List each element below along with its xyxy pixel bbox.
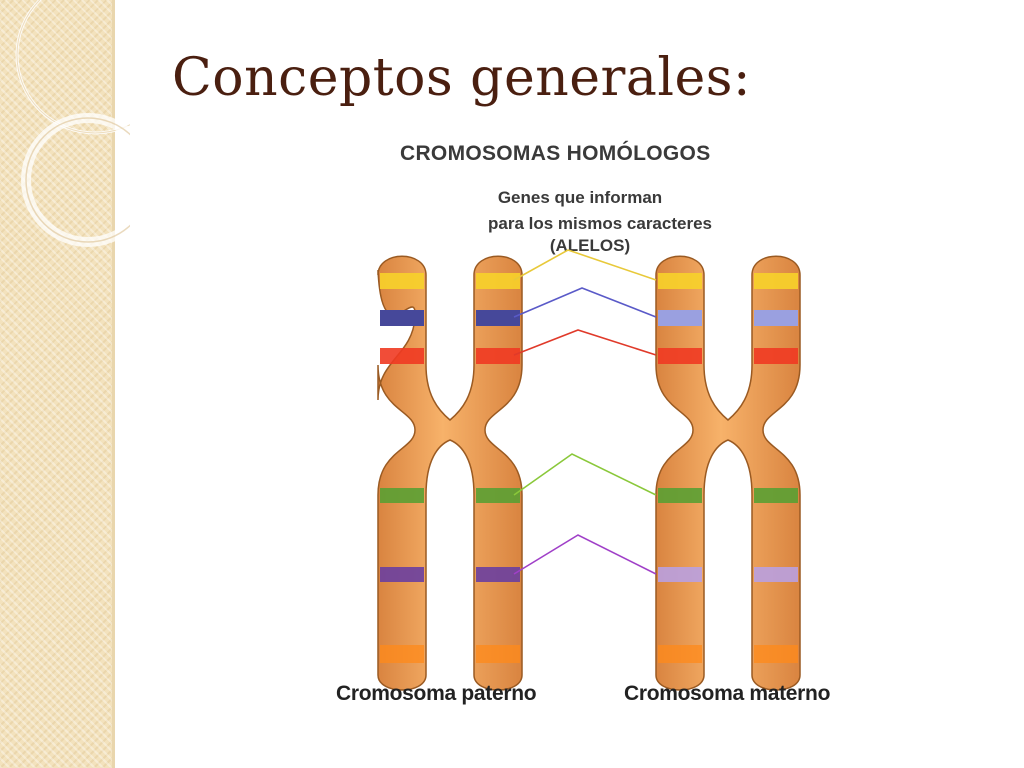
sidebar-edge: [112, 0, 115, 768]
homologous-chromosomes-diagram: CROMOSOMAS HOMÓLOGOS Genes que informan …: [320, 130, 840, 730]
callout-line-2: para los mismos caracteres: [488, 214, 712, 233]
paternal-chromosome: [377, 255, 523, 691]
chromosome-drawing: [377, 249, 801, 691]
diagram-heading: CROMOSOMAS HOMÓLOGOS: [400, 142, 711, 165]
label-maternal-chromosome: Cromosoma materno: [624, 682, 831, 705]
callout-line-1: Genes que informan: [497, 188, 663, 207]
page-title: Conceptos generales:: [172, 48, 751, 108]
label-paternal-chromosome: Cromosoma paterno: [336, 682, 537, 705]
decorative-circles: [15, 0, 130, 247]
allele-connectors: [513, 249, 657, 575]
maternal-chromosome: [655, 255, 801, 691]
